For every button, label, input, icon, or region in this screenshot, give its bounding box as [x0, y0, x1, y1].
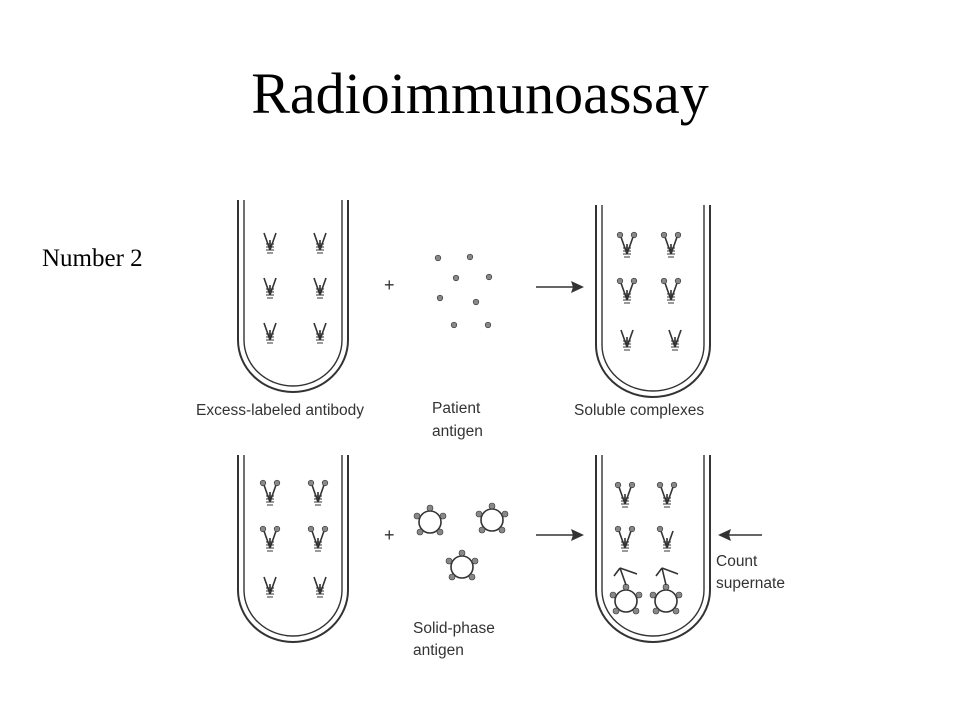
tube-soluble-complexes [595, 205, 711, 398]
subtitle: Number 2 [42, 245, 143, 272]
plus-sign-top: + [384, 275, 395, 295]
label-soluble-complexes: Soluble complexes [574, 402, 704, 419]
arrow-top [536, 281, 584, 293]
page-title: Radioimmunoassay [251, 61, 709, 126]
label-antigen-top: antigen [432, 423, 483, 440]
label-supernate: supernate [716, 575, 785, 592]
tube-labeled-complexes [237, 455, 349, 643]
arrow-bottom [536, 529, 584, 541]
tube-excess-antibody [237, 200, 349, 393]
label-patient: Patient [432, 400, 481, 417]
label-solid-phase: Solid-phase [413, 620, 495, 637]
solid-phase-beads [413, 502, 509, 581]
label-count: Count [716, 553, 758, 570]
plus-sign-bottom: + [384, 525, 395, 545]
label-excess-labeled-antibody: Excess-labeled antibody [196, 402, 364, 419]
patient-antigen-dots [434, 253, 493, 329]
tube-separated-complexes [595, 455, 711, 643]
label-antigen-bottom: antigen [413, 642, 464, 659]
arrow-count-supernate [718, 529, 762, 541]
